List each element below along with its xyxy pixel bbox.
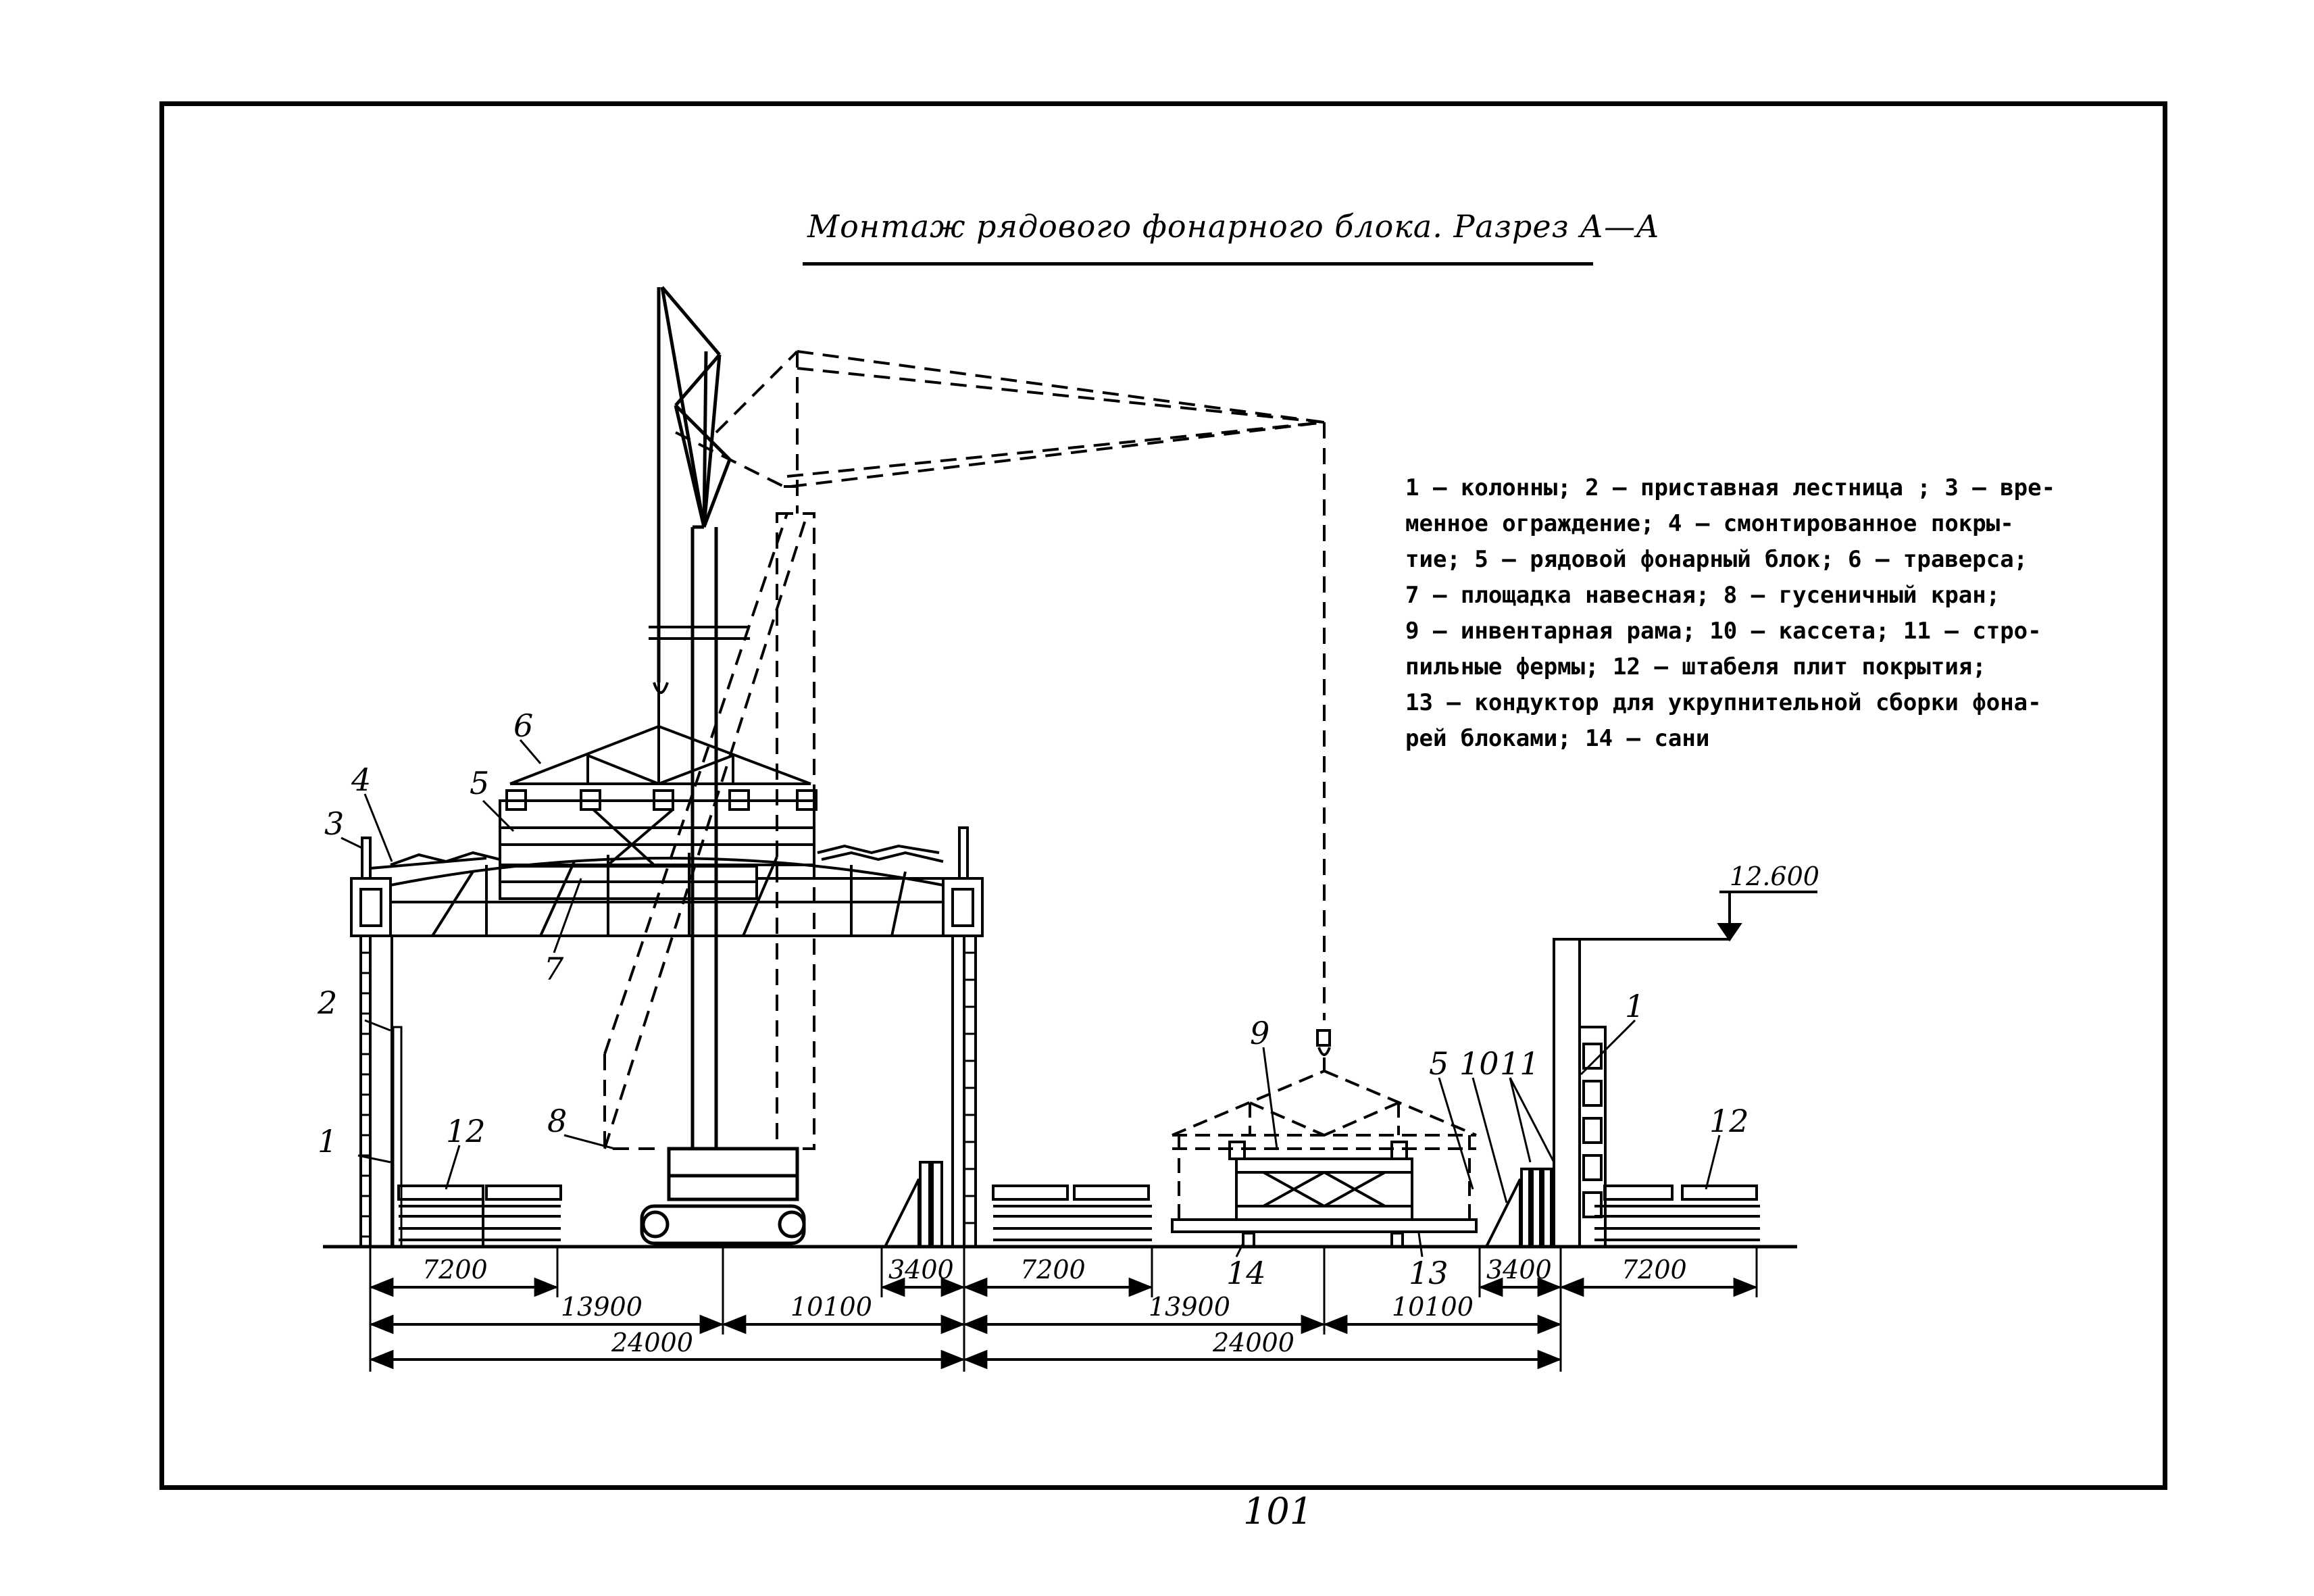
hook <box>1316 1029 1331 1071</box>
crane-alternate-position <box>603 350 1326 1150</box>
callout-label: 6 <box>513 707 533 744</box>
callout-label: 5 <box>1429 1045 1449 1082</box>
callout-label: 5 <box>470 765 489 801</box>
legend: 1 – колонны; 2 – приставная лестница ; 3… <box>1405 470 2169 757</box>
title-underline <box>803 262 1593 266</box>
dimension-label: 13900 <box>561 1292 643 1322</box>
hanging-platform <box>499 865 758 900</box>
dimension-label: 7200 <box>1020 1255 1086 1285</box>
callout-label: 12 <box>1709 1103 1749 1139</box>
callout-label: 1 <box>318 1123 337 1159</box>
right-column <box>1553 938 1730 1248</box>
callout-label: 1 <box>1625 988 1644 1024</box>
dimension-label: 7200 <box>422 1255 488 1285</box>
temporary-fence <box>361 837 487 880</box>
legend-line: рей блоками; 14 – сани <box>1405 725 1710 752</box>
callout-label: 14 <box>1226 1255 1266 1291</box>
callout-label: 8 <box>547 1103 567 1139</box>
callout-label: 12 <box>446 1113 486 1149</box>
callout-leaders <box>341 739 1721 1257</box>
legend-line: 9 – инвентарная рама; 10 – кассета; 11 –… <box>1405 618 2042 645</box>
dimension-label: 24000 <box>611 1328 693 1357</box>
traverse <box>509 682 811 785</box>
dimension-label: 3400 <box>888 1255 954 1285</box>
lantern-block <box>499 789 818 866</box>
slab-stack <box>397 1184 562 1247</box>
roof-truss <box>757 844 943 880</box>
assembly-jig <box>1171 1141 1478 1248</box>
dimension-label: 24000 <box>1212 1328 1294 1357</box>
callout-label: 11 <box>1500 1045 1540 1082</box>
drawing-title: Монтаж рядового фонарного блока. Разрез … <box>807 208 1660 245</box>
left-column <box>350 877 393 1247</box>
elevation-label: 12.600 <box>1730 862 1819 891</box>
dimension-label: 13900 <box>1149 1292 1230 1322</box>
elevation-marker <box>1717 891 1817 942</box>
dimension-label: 10100 <box>1392 1292 1474 1322</box>
crawler-crane <box>640 286 806 1245</box>
inventory-frame <box>1172 1070 1477 1220</box>
callout-label: 4 <box>351 762 371 798</box>
dimension-label: 10100 <box>790 1292 872 1322</box>
roof-truss <box>390 851 944 937</box>
callout-label: 7 <box>544 951 564 987</box>
dimension-lines <box>369 1277 1758 1370</box>
ladder <box>361 951 403 1248</box>
callout-label: 3 <box>324 805 344 842</box>
dimension-label: 7200 <box>1621 1255 1687 1285</box>
cassette <box>884 1161 946 1248</box>
callout-label: 13 <box>1409 1255 1449 1291</box>
legend-line: 1 – колонны; 2 – приставная лестница ; 3… <box>1405 474 2056 501</box>
cassette <box>1485 1168 1554 1248</box>
callout-label: 9 <box>1250 1015 1269 1051</box>
legend-line: тие; 5 – рядовой фонарный блок; 6 – трав… <box>1405 546 2028 573</box>
drawing-frame <box>159 101 2167 1490</box>
legend-line: менное ограждение; 4 – смонтированное по… <box>1405 510 2014 537</box>
dimension-label: 3400 <box>1486 1255 1552 1285</box>
slab-stack <box>1594 1184 1760 1241</box>
callout-label: 2 <box>317 984 337 1021</box>
slab-stack <box>992 1184 1152 1241</box>
page-number: 101 <box>1243 1490 1313 1532</box>
callout-label: 10 <box>1459 1045 1499 1082</box>
middle-column <box>942 826 984 1247</box>
legend-line: пильные фермы; 12 – штабеля плит покрыти… <box>1405 653 1986 680</box>
legend-line: 7 – площадка навесная; 8 – гусеничный кр… <box>1405 582 2001 609</box>
legend-line: 13 – кондуктор для укрупнительной сборки… <box>1405 689 2042 716</box>
ladder <box>964 951 976 1224</box>
